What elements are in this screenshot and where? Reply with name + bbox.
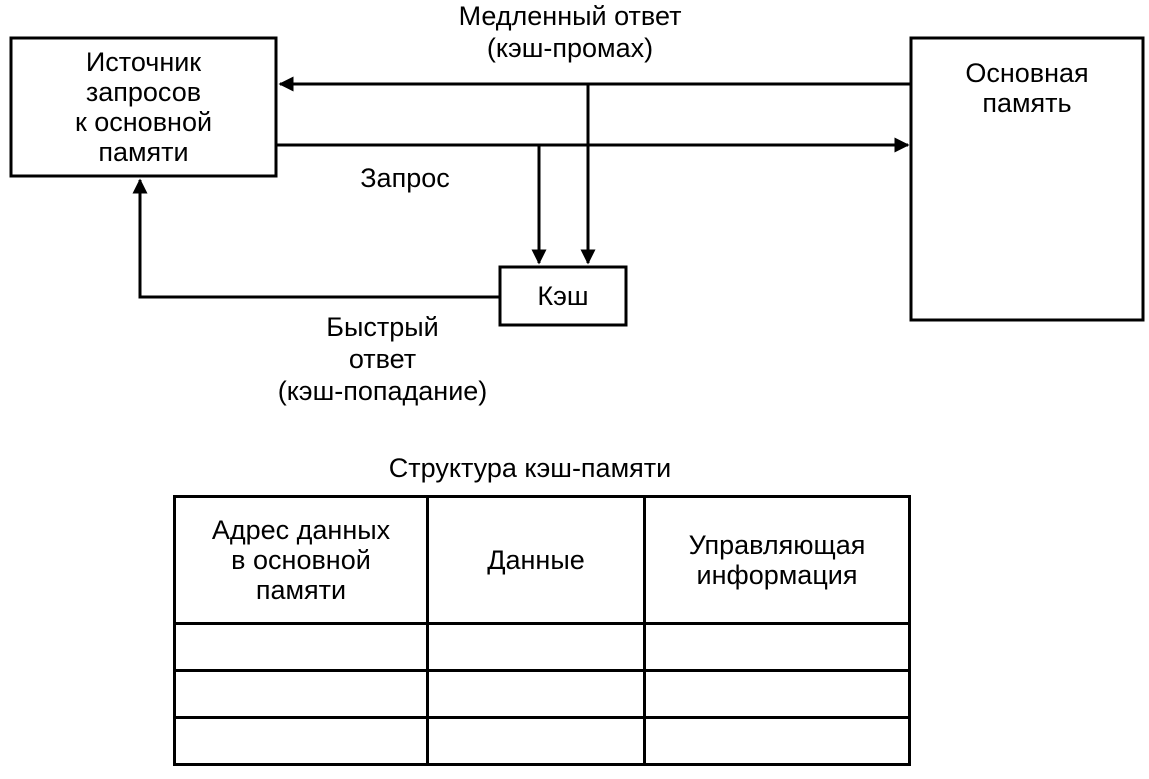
main-memory-label: Основная память <box>911 58 1143 118</box>
cache-label: Кэш <box>500 267 626 325</box>
header-line: Данные <box>487 545 585 575</box>
table-cell <box>643 669 911 719</box>
header-line: Управляющая <box>688 530 866 560</box>
source-box-line: Источник <box>85 47 202 77</box>
table-row <box>173 669 911 719</box>
slow-response-line: Медленный ответ <box>458 1 682 31</box>
source-box <box>9 36 278 178</box>
table-cell <box>173 669 429 719</box>
table-cell <box>426 669 646 719</box>
fast-response-line: (кэш-попадание) <box>277 376 488 406</box>
fast-response-arrow <box>132 178 500 299</box>
header-line: информация <box>696 560 858 590</box>
cache-structure-table: Адрес данных в основной памяти Данные Уп… <box>173 495 911 766</box>
table-cell <box>173 716 429 766</box>
table-cell <box>426 716 646 766</box>
header-line: Адрес данных <box>211 515 391 545</box>
header-line: в основной <box>231 545 371 575</box>
fast-response-label: Быстрый ответ (кэш-попадание) <box>250 311 515 407</box>
table-cell <box>173 622 429 672</box>
header-control-info: Управляющая информация <box>643 495 911 625</box>
header-address: Адрес данных в основной памяти <box>173 495 429 625</box>
cache-structure-title: Структура кэш-памяти <box>388 453 672 483</box>
source-box-line: к основной <box>74 107 213 137</box>
header-line: памяти <box>255 575 347 605</box>
cache-label-text: Кэш <box>537 281 589 311</box>
source-box-line: памяти <box>98 137 189 167</box>
main-memory-line: память <box>982 88 1072 118</box>
main-memory-line: Основная <box>965 58 1089 88</box>
source-box-line: запросов <box>85 77 202 107</box>
fast-response-line: ответ <box>348 344 417 374</box>
table-cell <box>643 716 911 766</box>
table-row <box>173 716 911 766</box>
table-row <box>173 622 911 672</box>
request-label-text: Запрос <box>360 163 450 193</box>
table-cell <box>643 622 911 672</box>
table-header-row: Адрес данных в основной памяти Данные Уп… <box>173 495 911 625</box>
slow-response-label: Медленный ответ (кэш-промах) <box>400 0 740 64</box>
main-memory-box <box>909 36 1145 322</box>
fast-response-line: Быстрый <box>326 312 439 342</box>
header-data: Данные <box>426 495 646 625</box>
slow-response-line: (кэш-промах) <box>486 33 654 63</box>
request-label: Запрос <box>330 162 480 194</box>
table-cell <box>426 622 646 672</box>
cache-flow-diagram <box>9 36 1145 327</box>
source-box-label: Источник запросов к основной памяти <box>11 38 276 176</box>
